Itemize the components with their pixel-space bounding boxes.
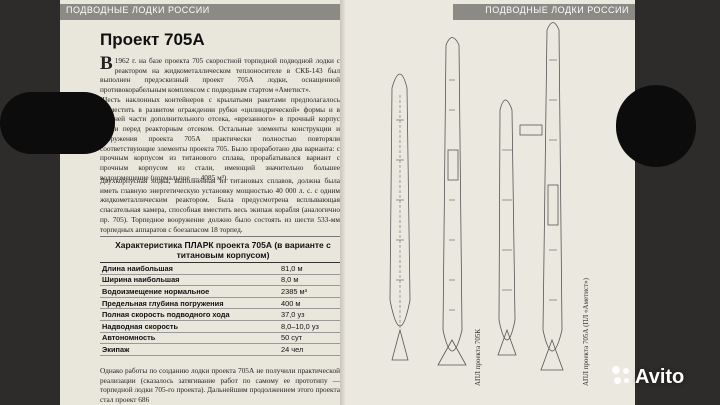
paragraph-hull: Двухкорпусная лодка, выполненная из тита… (100, 176, 340, 234)
dropcap: В (100, 53, 113, 74)
spec-value: 8,0 м (279, 274, 345, 287)
spec-table-title: Характеристика ПЛАРК проекта 705А (в вар… (115, 240, 331, 260)
spec-label: Экипаж (100, 343, 279, 356)
hull-plan-705a (498, 99, 516, 341)
spec-value: 24 чел (279, 343, 345, 356)
running-head-right: ПОДВОДНЫЕ ЛОДКИ РОССИИ (453, 4, 635, 20)
hull-side-705a (542, 22, 563, 352)
book-stand-clip-right (616, 85, 696, 167)
avito-logo-icon (612, 366, 632, 386)
running-head-left: ПОДВОДНЫЕ ЛОДКИ РОССИИ (60, 4, 342, 20)
spec-value: 8,0–10,0 уз (279, 320, 345, 333)
spec-label: Надводная скорость (100, 320, 279, 333)
spec-label: Водоизмещение нормальное (100, 285, 279, 298)
avito-wordmark: Avito (635, 366, 685, 388)
spec-label: Автономность (100, 332, 279, 345)
caption-705k: АПЛ проекта 705К (474, 328, 482, 386)
caption-705a: АПЛ проекта 705А (ПЛ «Аметист») (582, 278, 590, 386)
page-title: Проект 705А (100, 30, 205, 49)
hull-side-705k (442, 37, 463, 352)
paragraph-intro-text: 1962 г. на базе проекта 705 скоростной т… (100, 56, 340, 95)
spec-label: Предельная глубина погружения (100, 297, 279, 310)
paragraph-design: Шесть наклонных контейнеров с крылатыми … (100, 95, 340, 182)
stern-705k (391, 328, 467, 366)
hull-plan-705k (389, 73, 411, 327)
drawing-705a (497, 22, 564, 371)
spec-value: 2385 м³ (279, 285, 345, 298)
spec-label: Длина наибольшая (100, 262, 279, 275)
spec-value: 50 сут (279, 332, 345, 345)
book-stand-clip-left (0, 92, 115, 154)
table-divider (100, 236, 340, 237)
paragraph-conclusion: Однако работы по созданию лодки проекта … (100, 366, 340, 405)
spec-label: Ширина наибольшая (100, 274, 279, 287)
spec-label: Полная скорость подводного хода (100, 308, 279, 321)
right-page: ПОДВОДНЫЕ ЛОДКИ РОССИИ (345, 0, 635, 405)
spec-value: 81,0 м (279, 262, 345, 275)
stern-705a (497, 328, 564, 371)
spec-value: 37,0 уз (279, 308, 345, 321)
spec-value: 400 м (279, 297, 345, 310)
avito-watermark: Avito (612, 366, 684, 389)
drawing-705k (389, 37, 467, 366)
